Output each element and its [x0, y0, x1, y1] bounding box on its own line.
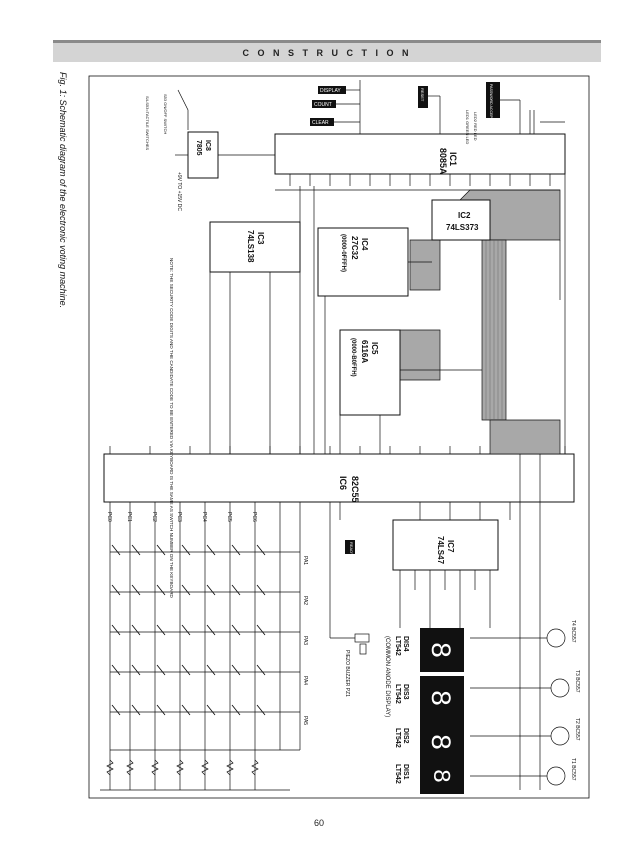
ic4-range: (0000-0FFFH): [340, 234, 346, 272]
dis1-label: DIS1: [402, 764, 409, 780]
buzzer-section: PIEZO BUZZER PZ1 READY: [329, 502, 370, 697]
port-pc0: PC0: [106, 512, 112, 522]
control-switches: DISPLAY COUNT CLEAR RESET PASSWORD ACCEP…: [310, 80, 565, 144]
led1-label: LED1 GREEN LED: [465, 110, 470, 144]
transistor-t1: [546, 766, 566, 786]
ic1-part: 8085A: [438, 148, 448, 175]
ic5-label: IC5: [370, 342, 379, 355]
port-pa3: PA3: [302, 636, 308, 645]
ic4-label: IC4: [360, 238, 369, 251]
port-pc2: PC2: [151, 512, 157, 522]
ic8-label: IC8: [204, 140, 211, 151]
display-dis3: 8 DIS3 LT542: [394, 676, 464, 720]
transistor-t4: [546, 628, 566, 648]
ic3-label: IC3: [256, 232, 265, 245]
transistor-t4-label: T4 BC557: [570, 620, 576, 643]
figure-caption: Fig. 1: Schematic diagram of the electro…: [58, 72, 68, 308]
ic2-label: IC2: [458, 211, 471, 220]
transistor-t3-label: T3 BC557: [574, 670, 580, 693]
count-switch-label: COUNT: [314, 102, 332, 108]
transistor-t2-label: T2 BC557: [574, 718, 580, 741]
dis4-label: DIS4: [402, 636, 409, 652]
buzzer-label: PIEZO BUZZER PZ1: [344, 650, 350, 697]
ic4-27c32: IC4 27C32 (0000-0FFFH): [317, 227, 409, 297]
ic6-part: 82C55: [350, 476, 360, 503]
led2-label: LED2 RED LED: [473, 112, 478, 141]
password-accepted-label: PASSWORD ACCEPTED: [489, 84, 493, 125]
ic8-7805: IC8 7805 +9V TO +15V DC S53 ON/OFF SWITC…: [145, 89, 275, 211]
tactile-note: S4-S53=TACTILE SWITCHES: [145, 96, 150, 150]
ic7-part: 74LS47: [436, 536, 445, 565]
dis2-part: LT542: [394, 728, 401, 748]
ic3-part: 74LS138: [246, 230, 255, 263]
svg-text:8: 8: [426, 769, 453, 783]
transistor-group: T4 BC557 T3 BC557 T2 BC557 T1 BC557: [470, 520, 580, 790]
signal-wiring: [209, 174, 566, 628]
ic6-82c55: IC6 82C55: [103, 446, 575, 503]
transistor-t3: [550, 678, 570, 698]
dis4-part: LT542: [394, 636, 401, 656]
display-dis4: 8 DIS4 LT542: [394, 628, 464, 672]
transistor-t1-label: T1 BC557: [570, 758, 576, 781]
display-group: 8 DIS4 LT542 8 DIS3 LT542 8 DIS2 LT542 8…: [384, 628, 464, 794]
ic4-part: 27C32: [350, 236, 359, 260]
ic2-part: 74LS373: [446, 223, 479, 232]
port-pa2: PA2: [302, 596, 308, 605]
dis3-label: DIS3: [402, 684, 409, 700]
ready-label: READY: [349, 542, 354, 556]
transistor-t2: [550, 726, 570, 746]
port-pc3: PC3: [176, 512, 182, 522]
on-off-switch-label: S53 ON/OFF SWITCH: [163, 94, 168, 134]
port-pa4: PA4: [302, 676, 308, 685]
port-pc6: PC6: [251, 512, 257, 522]
port-pc1: PC1: [126, 512, 132, 522]
port-pc4: PC4: [201, 512, 207, 522]
port-pa1: PA1: [302, 556, 308, 565]
svg-text:8: 8: [423, 690, 454, 707]
display-dis1: 8 DIS1 LT542: [394, 758, 464, 794]
ic5-range: (0000-B0FFH): [350, 338, 356, 377]
svg-text:8: 8: [423, 642, 454, 659]
display-dis2: 8 DIS2 LT542: [394, 720, 464, 764]
ic5-part: 6116A: [360, 340, 369, 363]
ic7-74ls47: IC7 74LS47: [392, 519, 499, 590]
ic5-6116a: IC5 6116A (0000-B0FFH): [339, 329, 401, 416]
section-header-title: C O N S T R U C T I O N: [242, 48, 412, 58]
security-note: NOTE: THE SECURITY CODE DIGITS AND THE C…: [169, 258, 174, 599]
page-number: 60: [313, 818, 324, 828]
ic8-part: 7805: [195, 140, 202, 156]
ic2-74ls373: IC2 74LS373: [431, 199, 491, 241]
ic7-label: IC7: [446, 540, 455, 553]
ic1-8085a: IC1 8085A: [274, 133, 566, 186]
dis3-part: LT542: [394, 684, 401, 704]
dis1-part: LT542: [394, 764, 401, 784]
port-pa5: PA5: [302, 716, 308, 725]
dis2-label: DIS2: [402, 728, 409, 744]
display-switch-label: DISPLAY: [320, 88, 341, 94]
ic3-74ls138: IC3 74LS138: [209, 221, 301, 273]
section-header-bar: C O N S T R U C T I O N: [53, 40, 601, 62]
svg-text:8: 8: [423, 734, 454, 751]
ic1-label: IC1: [448, 152, 458, 166]
power-label: +9V TO +15V DC: [176, 172, 182, 211]
keypad-matrix: PC0 PC1 PC2 PC3 PC4 PC5 PC6 PA1 PA2 PA3 …: [100, 502, 308, 791]
port-pc5: PC5: [226, 512, 232, 522]
schematic-border: [88, 75, 590, 799]
clear-switch-label: CLEAR: [312, 120, 329, 126]
display-note: (COMMON ANODE DISPLAY): [384, 636, 390, 717]
reset-switch-label: RESET: [420, 88, 425, 102]
ic6-label: IC6: [338, 476, 348, 490]
